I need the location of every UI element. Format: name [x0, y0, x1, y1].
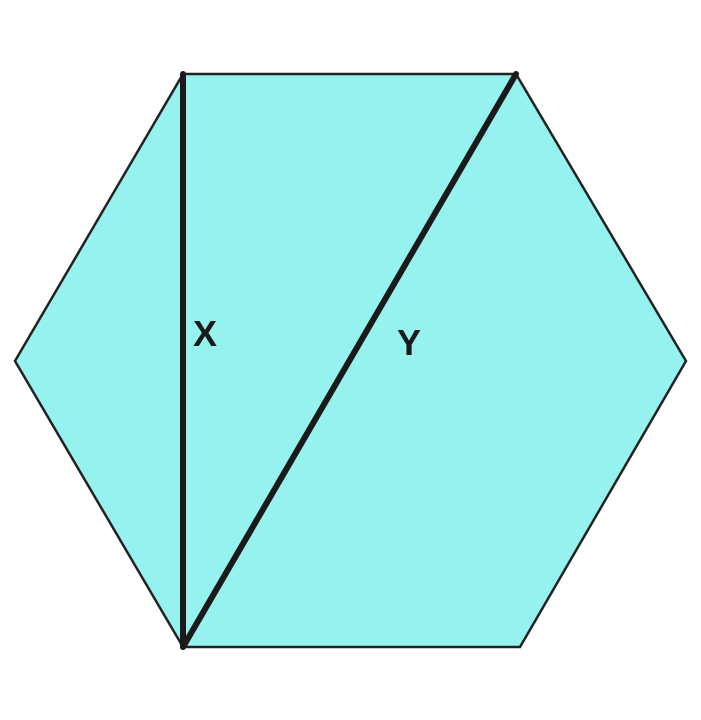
diagonal-y	[180, 71, 519, 650]
label-x: X	[193, 313, 217, 354]
label-y: Y	[397, 322, 421, 363]
